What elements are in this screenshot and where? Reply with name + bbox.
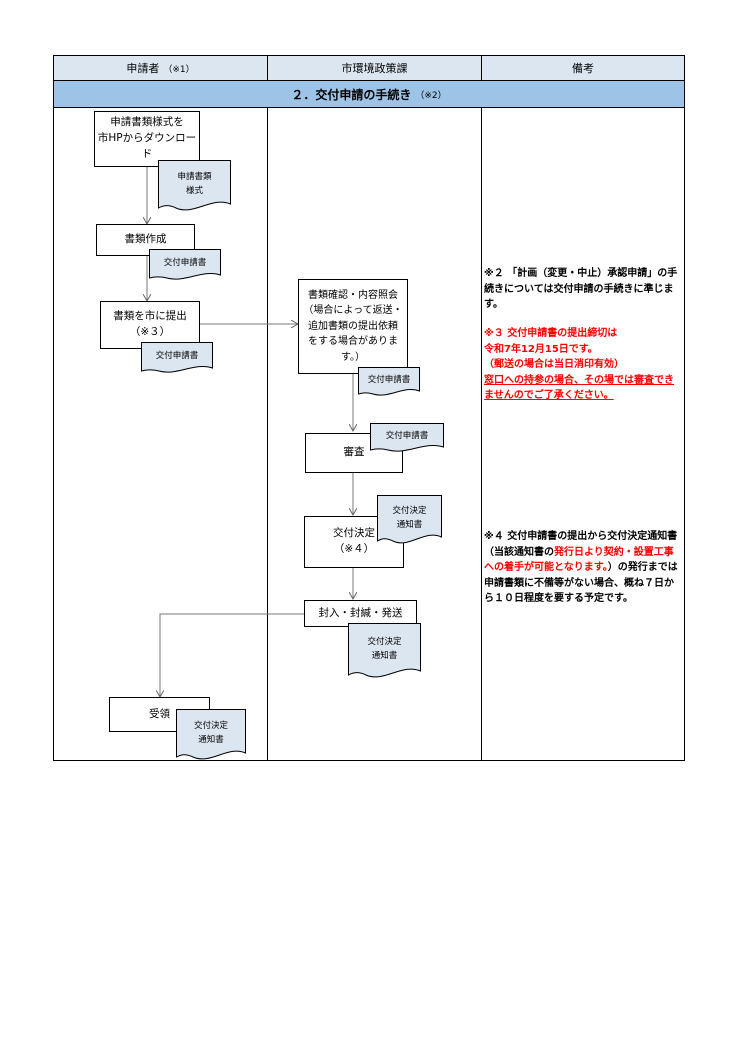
doc-application-review-label: 交付申請書 (385, 430, 429, 441)
doc-decision-notice-receive: 交付決定 通知書 (176, 709, 246, 761)
doc-forms-label: 申請書類 様式 (177, 171, 212, 196)
note3-counter-notice: 窓口への持参の場合、その場では審査できませんのでご了承ください。 (484, 374, 674, 402)
applicant-label: 申請者 (126, 62, 160, 75)
arrow-send-to-receive (160, 613, 304, 697)
table-right-border (684, 107, 685, 761)
note3-deadline-label: ※３ 交付申請書の提出締切は (484, 328, 618, 339)
doc-application-2-label: 交付申請書 (155, 350, 199, 361)
step-submit-to-city: 書類を市に提出 （※３） (100, 301, 200, 349)
doc-application-review: 交付申請書 (370, 423, 444, 453)
column-divider-2 (481, 107, 482, 761)
note4-part-a: ※４ 交付申請書の提出から交付決定通知書（当該通知書の (484, 531, 678, 558)
department-label: 市環境政策課 (341, 62, 408, 75)
table-left-border (53, 107, 54, 761)
step-enclose-seal-send: 封入・封緘・発送 (304, 600, 417, 627)
note3-deadline-date: 令和7年12月15日です。 (484, 343, 598, 355)
note4-part-b: 発行日より契約・設置工事への着手が可能となります。 (484, 546, 674, 574)
doc-application-1: 交付申請書 (149, 249, 221, 281)
step-create-documents: 書類作成 (96, 224, 195, 256)
note4-part-c: ）の発行までは申請書類に不備等がない場合、概ね７日から１０日程度を要する予定です… (484, 562, 678, 604)
remark-note-3-body: ※３ 交付申請書の提出締切は 令和7年12月15日です。 （郵送の場合は当日消印… (484, 326, 682, 404)
remark-note-2: ※２ 「計画（変更・中止）承認申請」の手続きについては交付申請の手続きに準じます… (484, 268, 678, 310)
doc-application-check-label: 交付申請書 (367, 374, 411, 385)
table-bottom-border (53, 760, 685, 761)
doc-application-1-label: 交付申請書 (163, 257, 207, 268)
doc-decision-notice-2: 交付決定 通知書 (348, 623, 421, 679)
section-note: （※2） (415, 90, 447, 101)
column-divider-1 (267, 107, 268, 761)
applicant-note: （※1） (163, 64, 195, 75)
doc-application-2: 交付申請書 (141, 342, 213, 374)
column-header-applicant: 申請者 （※1） (53, 55, 268, 81)
doc-decision-notice-2-label: 交付決定 通知書 (367, 636, 402, 661)
section-title: ２．交付申請の手続き (291, 87, 412, 102)
doc-forms: 申請書類 様式 (158, 160, 231, 212)
doc-application-check: 交付申請書 (358, 367, 420, 397)
step-download-forms: 申請書類様式を 市HPからダウンロード (94, 111, 200, 167)
step-review: 審査 (305, 433, 403, 473)
doc-decision-notice-1-label: 交付決定 通知書 (392, 505, 427, 530)
step-document-check: 書類確認・内容照会 （場合によって返送・ 追加書類の提出依頼 をする場合がありま… (298, 279, 408, 374)
note3-postmark: （郵送の場合は当日消印有効） (484, 359, 624, 370)
remarks-label: 備考 (572, 62, 594, 75)
remark-note-4: ※４ 交付申請書の提出から交付決定通知書（当該通知書の発行日より契約・設置工事へ… (484, 529, 682, 607)
doc-decision-notice-1: 交付決定 通知書 (377, 495, 442, 545)
section-title-row: ２．交付申請の手続き （※2） (53, 80, 685, 108)
doc-decision-notice-receive-label: 交付決定 通知書 (193, 720, 228, 745)
